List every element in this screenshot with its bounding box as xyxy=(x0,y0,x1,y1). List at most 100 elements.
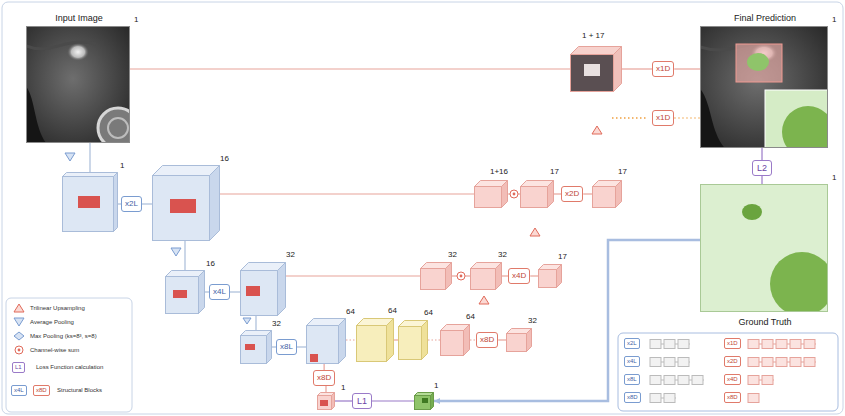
cube-shape xyxy=(317,392,335,410)
upsample-symbol xyxy=(592,126,602,134)
cube-shape xyxy=(420,262,452,290)
cube-side xyxy=(527,329,532,352)
cube-inner-patch xyxy=(170,199,196,213)
cube-front xyxy=(539,270,557,288)
connector xyxy=(185,241,186,270)
cube-side xyxy=(267,331,272,364)
feature-volume: 64 xyxy=(356,318,394,362)
cube-side xyxy=(616,181,622,208)
sum-symbol xyxy=(457,272,465,280)
channel-count: 16 xyxy=(206,259,215,269)
sum-dot xyxy=(513,193,516,196)
structural-block: x1D xyxy=(652,61,674,77)
legend-text: Max Pooling (ks=8³, s=8) xyxy=(30,332,97,341)
channel-count: 17 xyxy=(618,167,627,177)
feature-volume: 32 xyxy=(420,262,452,290)
cube-front xyxy=(475,187,502,208)
ct-scan-input xyxy=(26,26,138,148)
cube-side xyxy=(278,263,286,316)
blocks-box xyxy=(618,333,838,411)
cube-side xyxy=(422,321,428,360)
cube-shape xyxy=(152,165,220,241)
connector xyxy=(530,276,538,277)
legend-text: Loss Function calculation xyxy=(36,363,103,372)
cell xyxy=(678,358,689,367)
cell xyxy=(804,340,815,349)
feature-volume: 32 xyxy=(240,330,272,364)
block-tag: x4L xyxy=(624,356,640,367)
block-tag: x2L xyxy=(624,338,640,349)
legend-text: Channel-wise sum xyxy=(30,346,79,355)
connector-line xyxy=(230,291,240,292)
feature-volume: 16 xyxy=(165,270,205,314)
channel-count: 17 xyxy=(558,252,567,262)
connector xyxy=(762,176,763,184)
cube-front xyxy=(153,176,210,241)
gt-large-blob xyxy=(770,252,828,312)
structural-block: x2D xyxy=(561,186,583,202)
connector-line xyxy=(142,203,152,204)
channel-count: 32 xyxy=(272,319,281,329)
connector-line xyxy=(335,400,352,401)
cell xyxy=(790,358,801,367)
connector xyxy=(130,69,570,70)
cube-top xyxy=(153,166,220,176)
legend-box xyxy=(6,298,132,412)
connector-line xyxy=(286,275,420,276)
cube-inner-patch xyxy=(173,290,187,298)
channel-count: 1 xyxy=(120,161,124,171)
connector xyxy=(394,340,398,341)
cube-front xyxy=(241,336,267,364)
feature-volume: 16 xyxy=(152,165,220,241)
block-tag: x4D xyxy=(724,374,741,385)
channel-count: 64 xyxy=(388,306,397,316)
cube-side xyxy=(464,325,470,356)
cube-shape xyxy=(470,262,502,290)
structural-block: x8D xyxy=(313,370,335,386)
legend-avgpool-sample xyxy=(14,318,24,326)
inset-blob xyxy=(782,106,828,148)
cube-inner-patch xyxy=(245,344,255,350)
avg-pool-symbol xyxy=(171,248,181,256)
connector xyxy=(674,118,700,119)
cube-shape xyxy=(520,180,554,208)
feature-volume: 1+16 xyxy=(474,180,508,208)
cell xyxy=(664,340,675,349)
cube-front xyxy=(441,331,464,356)
connector xyxy=(434,240,700,404)
panel-title: Final Prediction xyxy=(734,13,796,24)
legend-text: Structural Blocks xyxy=(57,386,102,395)
connector xyxy=(452,276,470,277)
connector-line xyxy=(372,400,414,401)
channel-count: 32 xyxy=(528,316,537,326)
cell xyxy=(664,394,675,403)
channel-count: 1 xyxy=(341,383,345,393)
connector xyxy=(428,340,440,341)
cube-inner-patch xyxy=(78,196,100,208)
feature-volume: 32 xyxy=(470,262,502,290)
cell xyxy=(790,340,801,349)
cube-shape xyxy=(440,324,470,356)
channel-count: 64 xyxy=(346,307,355,317)
cube-shape xyxy=(414,392,434,410)
connector-line xyxy=(130,68,570,69)
cell xyxy=(664,376,675,385)
cube-side xyxy=(332,393,335,410)
block-tag: x4L xyxy=(11,385,27,396)
cube-top xyxy=(166,271,205,277)
feature-volume: 32 xyxy=(240,262,286,316)
cell xyxy=(762,376,773,385)
channel-count: 32 xyxy=(498,250,507,260)
connector xyxy=(346,340,356,341)
connector xyxy=(554,194,561,195)
block-label: x4D xyxy=(512,271,526,280)
connector xyxy=(335,401,352,402)
block-tag: x8D xyxy=(724,392,741,403)
block-label: x8D xyxy=(317,373,331,382)
cell xyxy=(664,358,675,367)
cube-top xyxy=(571,47,622,55)
cube-side xyxy=(548,181,554,208)
block-tag: L1 xyxy=(12,362,25,373)
cube-side xyxy=(614,47,622,92)
